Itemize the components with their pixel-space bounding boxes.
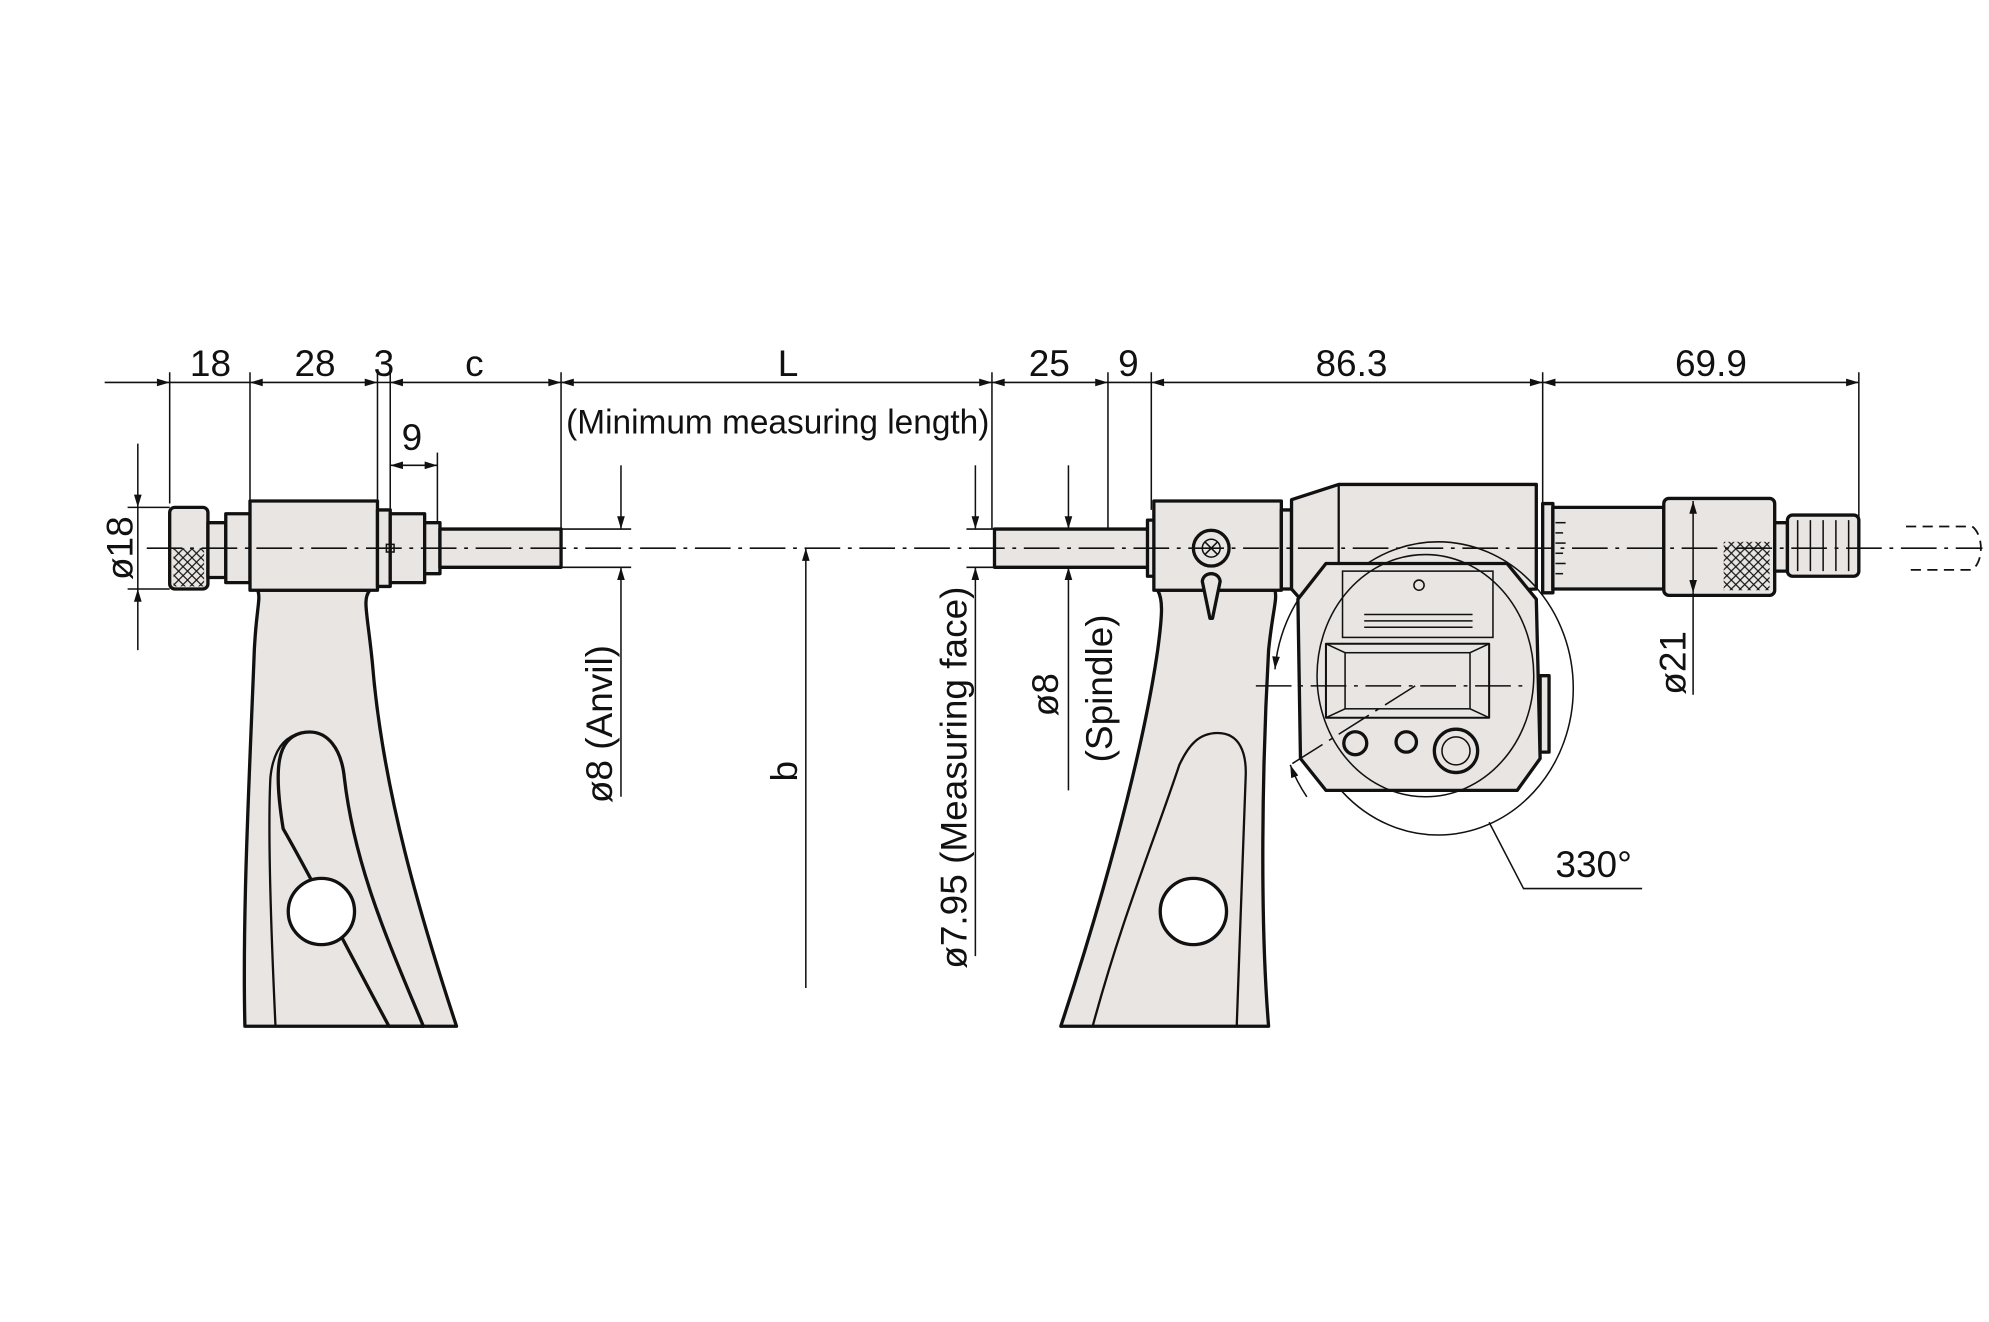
button-1 bbox=[1342, 730, 1369, 757]
dim-dia18: ø18 bbox=[100, 516, 141, 580]
min-length-note: (Minimum measuring length) bbox=[566, 403, 989, 441]
right-frame bbox=[992, 482, 1982, 1028]
dim-9-small: 9 bbox=[402, 417, 423, 458]
dim-28: 28 bbox=[294, 343, 335, 384]
dim-anvil: ø8 (Anvil) bbox=[579, 645, 620, 803]
dim-rotation-330: 330° bbox=[1555, 844, 1631, 885]
clamp-lever bbox=[1200, 572, 1222, 620]
dim-dia21: ø21 bbox=[1652, 631, 1693, 695]
dim-3: 3 bbox=[374, 343, 395, 384]
dim-18: 18 bbox=[190, 343, 231, 384]
knurl-pattern bbox=[173, 548, 205, 587]
dim-spindle-label: (Spindle) bbox=[1079, 614, 1120, 762]
frame-hole-right bbox=[1158, 876, 1229, 947]
anvil-block bbox=[248, 499, 380, 592]
dim-c: c bbox=[465, 343, 483, 384]
dim-measuring-face: ø7.95 (Measuring face) bbox=[933, 587, 974, 969]
dim-86-3: 86.3 bbox=[1315, 343, 1387, 384]
dim-9-top: 9 bbox=[1118, 343, 1139, 384]
dim-spindle-dia: ø8 bbox=[1025, 673, 1066, 716]
left-frame bbox=[168, 499, 563, 1028]
frame-hole-left bbox=[286, 876, 357, 947]
dim-69-9: 69.9 bbox=[1675, 343, 1747, 384]
dim-b: b bbox=[764, 761, 805, 782]
vertical-dimensions: ø18 ø8 (Anvil) b ø7.95 (Measuring face) … bbox=[100, 443, 1697, 988]
spindle bbox=[992, 527, 1156, 569]
dim-L: L bbox=[778, 343, 799, 384]
button-power bbox=[1432, 727, 1480, 775]
button-2 bbox=[1394, 730, 1419, 754]
lcd-display bbox=[1324, 642, 1491, 719]
top-dimension-chain: 18 28 3 c L (Minimum measuring length) 2… bbox=[104, 343, 1860, 561]
dim-25: 25 bbox=[1029, 343, 1070, 384]
